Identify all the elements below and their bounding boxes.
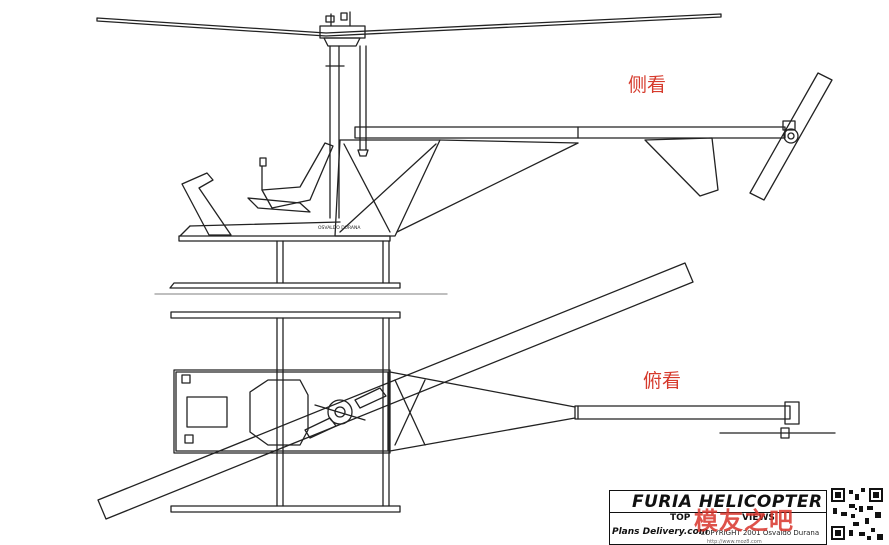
nose-console-side: [181, 172, 232, 236]
title-block-divider: [610, 512, 826, 527]
main-rotor-blade-side: [96, 13, 722, 37]
side-view: [96, 11, 833, 295]
seat-side: [261, 142, 334, 209]
tail-boom-top: [574, 405, 791, 420]
skid-side: [169, 282, 401, 289]
rotor-hub-top: [327, 399, 353, 425]
watermark-logo: 模友之吧: [694, 507, 794, 535]
cabin-frame-top: [173, 369, 391, 454]
seat-maker-label: OSVALDO DURANA: [318, 226, 361, 231]
qr-code-icon: [829, 486, 885, 542]
title-block-title: FURIA HELICOPTER: [632, 492, 823, 512]
main-rotor-blade-top: [97, 262, 694, 520]
title-block-top-label: TOP: [670, 513, 691, 523]
skid-top-upper: [170, 311, 401, 319]
floor-side: [178, 235, 391, 242]
title-block-views-label: VIEWS: [742, 513, 775, 523]
title-block-url: http://www.moz8.com: [707, 539, 762, 545]
skid-top-lower: [170, 505, 401, 513]
tail-fin-side: [644, 137, 719, 197]
tail-boom-side: [354, 126, 786, 139]
tail-rotor-side: [749, 72, 833, 201]
frame-truss-side: [334, 139, 441, 237]
title-block-copyright: COPYRIGHT 2001 Osvaldo Durana: [700, 529, 820, 537]
title-block: FURIA HELICOPTER TOP VIEWS Plans Deliver…: [609, 490, 827, 545]
title-block-plans: Plans Delivery.com: [612, 527, 709, 537]
side-view-label: 侧看: [628, 74, 667, 96]
top-view: [97, 262, 836, 520]
top-view-label: 俯看: [643, 370, 682, 392]
control-box-top: [186, 396, 228, 428]
